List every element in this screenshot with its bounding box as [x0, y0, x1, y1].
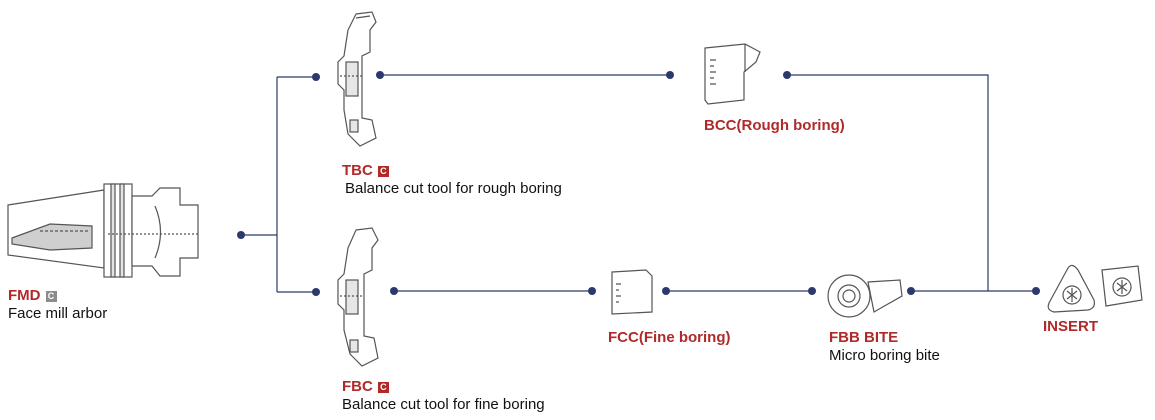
dot: [1032, 287, 1040, 295]
fmd-label: FMD C Face mill arbor: [8, 287, 107, 322]
fcc-label: FCC(Fine boring): [608, 329, 730, 347]
dot: [783, 71, 791, 79]
fmd-description: Face mill arbor: [8, 305, 108, 322]
dot: [390, 287, 398, 295]
fcc-code: FCC(Fine boring): [608, 329, 731, 346]
rough-boring-cartridge-icon: [704, 43, 761, 105]
dot: [808, 287, 816, 295]
micro-boring-bite-icon: [827, 274, 903, 318]
balance-cut-tool-icon: [337, 227, 379, 367]
tbc-label: TBC C Balance cut tool for rough boring: [342, 162, 562, 197]
dot: [662, 287, 670, 295]
balance-cut-tool-icon: [337, 11, 377, 147]
dot: [588, 287, 596, 295]
fine-boring-cartridge-icon: [611, 269, 653, 315]
dot: [312, 288, 320, 296]
insert-icon: [1047, 264, 1143, 313]
fbb-description: Micro boring bite: [829, 347, 940, 364]
bcc-code: BCC(Rough boring): [704, 117, 845, 134]
insert-code: INSERT: [1043, 318, 1099, 335]
dot: [907, 287, 915, 295]
line-bcc-insert: [787, 74, 989, 291]
fbc-description: Balance cut tool for fine boring: [342, 396, 545, 413]
tbc-code: TBC: [342, 162, 373, 179]
fbc-badge: C: [377, 382, 389, 393]
fbc-label: FBC C Balance cut tool for fine boring: [342, 378, 545, 413]
tbc-badge: C: [377, 166, 389, 177]
dot: [312, 73, 320, 81]
dot: [666, 71, 674, 79]
face-mill-arbor-icon: [7, 183, 199, 278]
connector-dots: [237, 71, 1040, 296]
fbb-label: FBB BITE Micro boring bite: [829, 329, 940, 364]
fmd-badge: C: [45, 291, 57, 302]
dot: [376, 71, 384, 79]
tbc-description: Balance cut tool for rough boring: [345, 180, 562, 197]
bcc-label: BCC(Rough boring): [704, 117, 845, 135]
fbc-code: FBC: [342, 378, 373, 395]
insert-label: INSERT: [1043, 318, 1098, 336]
dot: [237, 231, 245, 239]
fbb-code: FBB BITE: [829, 329, 899, 346]
fmd-code: FMD: [8, 287, 41, 304]
connector-lines: [241, 74, 1036, 293]
